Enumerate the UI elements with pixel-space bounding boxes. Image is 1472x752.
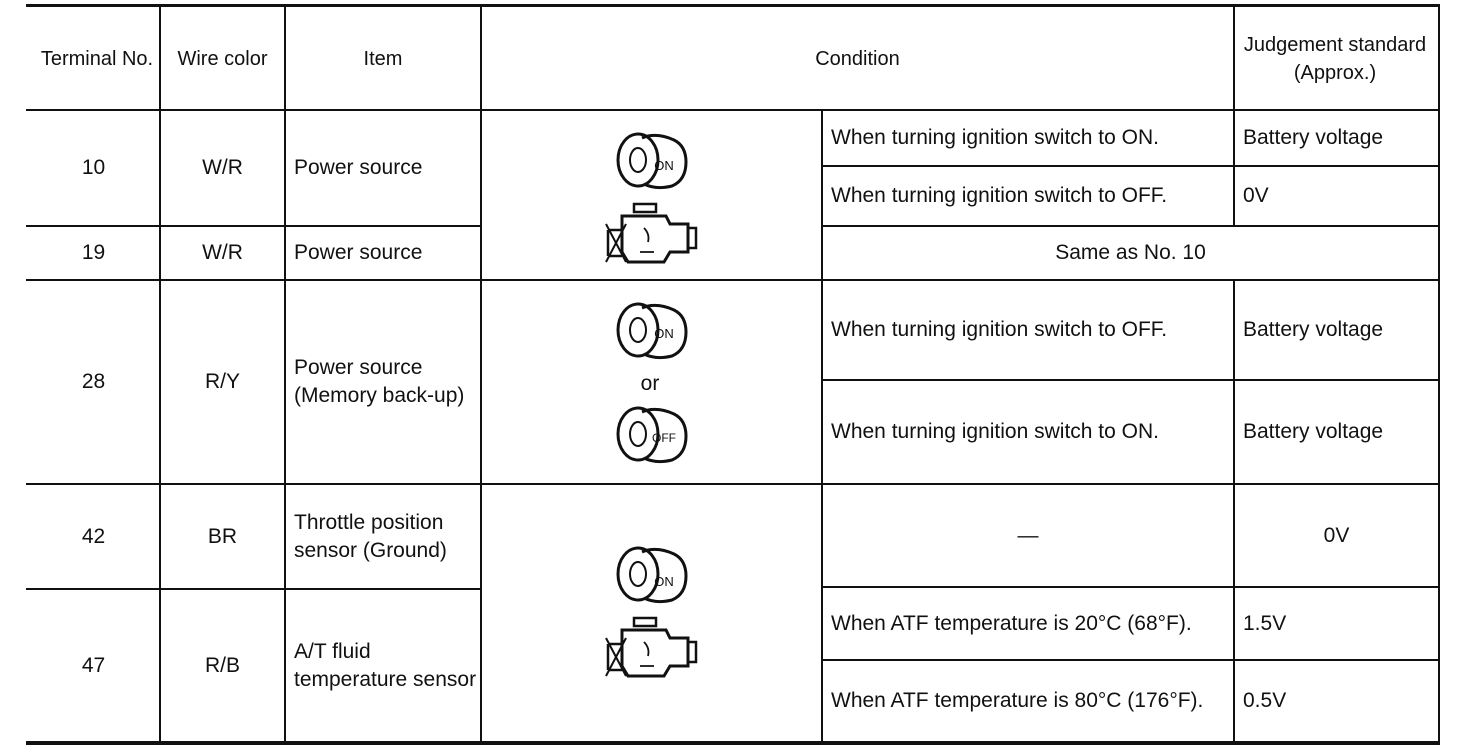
table-bottom-border [26, 741, 1440, 745]
row-divider [26, 279, 1440, 281]
row-divider [821, 379, 1440, 381]
cell-item: A/T fluid temperature sensor [294, 639, 477, 691]
row-divider [821, 225, 1440, 227]
cell-terminal: 19 [81, 241, 106, 264]
cell-judgement: Battery voltage [1243, 126, 1384, 149]
row-divider [821, 586, 1440, 588]
cell-judgement: Battery voltage [1243, 420, 1384, 443]
row-divider [26, 588, 482, 590]
svg-text:ON: ON [654, 158, 674, 173]
cell-wire-color: R/B [204, 653, 240, 677]
cell-terminal: 47 [81, 653, 106, 677]
cell-wire-color: W/R [202, 156, 243, 179]
cell-wire-color: W/R [202, 241, 243, 264]
cell-condition: When turning ignition switch to ON. [831, 126, 1159, 149]
table-top-border [26, 4, 1440, 7]
header-judgement: Judgement standard (Approx.) [1243, 33, 1427, 84]
cell-condition: When ATF temperature is 80°C (176°F). [831, 689, 1204, 712]
ignition-key-on-icon: ON [616, 546, 688, 604]
cell-item: Throttle position sensor (Ground) [294, 510, 447, 562]
col-divider [480, 6, 482, 743]
svg-text:OFF: OFF [652, 431, 676, 445]
svg-text:ON: ON [654, 326, 674, 341]
header-item: Item [363, 47, 403, 70]
cell-judgement: Battery voltage [1243, 318, 1384, 341]
ignition-key-on-icon: ON [616, 132, 688, 190]
col-divider [1233, 6, 1235, 226]
header-condition: Condition [815, 47, 900, 70]
cell-same-as: Same as No. 10 [1055, 241, 1206, 264]
ignition-key-on-icon: ON [616, 302, 688, 360]
cell-terminal: 28 [81, 370, 106, 393]
engine-stopped-icon [605, 202, 698, 264]
ignition-key-off-icon: OFF [616, 406, 688, 464]
cell-item: Power source (Memory back-up) [294, 356, 465, 407]
cell-condition: When turning ignition switch to OFF. [831, 318, 1168, 341]
header-terminal: Terminal No. [40, 47, 154, 70]
col-divider [284, 6, 286, 743]
cell-condition: — [1017, 523, 1039, 547]
cell-condition: When turning ignition switch to ON. [831, 420, 1159, 443]
cell-judgement: 0V [1323, 523, 1350, 547]
cell-condition: When ATF temperature is 20°C (68°F). [831, 611, 1192, 635]
col-divider [1233, 280, 1235, 743]
cell-judgement: 1.5V [1243, 611, 1287, 635]
row-divider [821, 165, 1440, 167]
cell-wire-color: R/Y [204, 370, 240, 393]
or-label: or [640, 372, 660, 395]
header-wire-color: Wire color [177, 47, 268, 70]
cell-item: Power source [294, 156, 423, 179]
svg-text:ON: ON [654, 574, 674, 589]
row-divider [26, 483, 1440, 485]
row-divider [821, 659, 1440, 661]
cell-item: Power source [294, 241, 423, 264]
col-divider [821, 110, 823, 743]
cell-wire-color: BR [207, 524, 238, 548]
header-divider [26, 109, 1440, 111]
col-divider [1438, 6, 1440, 743]
cell-judgement: 0V [1243, 184, 1269, 207]
cell-terminal: 10 [81, 156, 106, 179]
col-divider [159, 6, 161, 743]
row-divider [26, 225, 482, 227]
engine-stopped-icon [605, 616, 698, 678]
cell-condition: When turning ignition switch to OFF. [831, 184, 1168, 207]
cell-terminal: 42 [81, 524, 106, 548]
cell-judgement: 0.5V [1243, 689, 1287, 712]
